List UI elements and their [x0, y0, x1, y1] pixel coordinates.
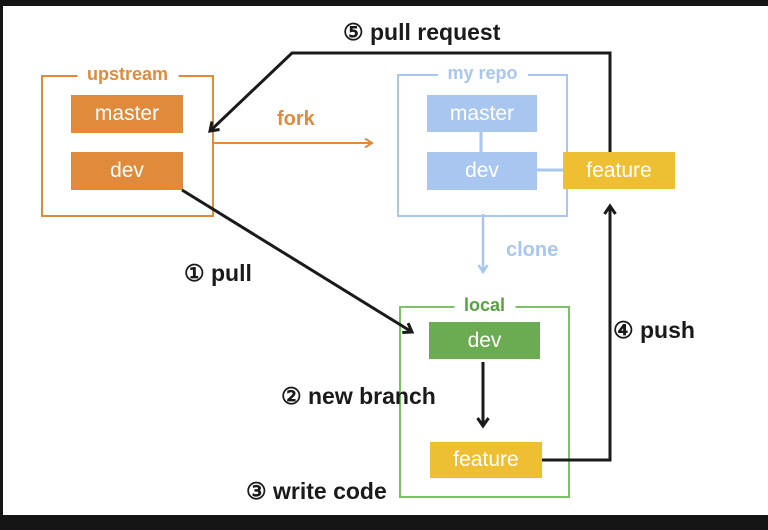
my-repo-group-title: my repo — [437, 63, 528, 84]
local-feature-branch: feature — [430, 442, 542, 478]
upstream-dev-branch: dev — [71, 152, 183, 190]
step5-pull-request-label: ⑤ pull request — [343, 19, 501, 45]
myrepo-master-branch: master — [427, 95, 537, 132]
step3-write-code-label: ③ write code — [246, 478, 387, 504]
clone-label: clone — [506, 239, 559, 261]
upstream-repo-group: upstream master dev — [41, 64, 214, 217]
pull-arrow — [181, 188, 415, 334]
local-dev-branch: dev — [429, 322, 540, 359]
upstream-master-branch: master — [71, 95, 183, 133]
local-repo-group: local dev feature — [399, 295, 570, 498]
canvas-background — [3, 6, 768, 515]
step1-pull-label: ① pull — [184, 260, 252, 286]
step2-new-branch-label: ② new branch — [281, 383, 436, 409]
fork-label: fork — [277, 108, 315, 130]
push-arrow — [542, 203, 617, 462]
myrepo-dev-branch: dev — [427, 152, 537, 190]
step4-push-label: ④ push — [613, 317, 695, 343]
my-repo-group: my repo master dev — [397, 63, 568, 217]
remote-feature-branch: feature — [563, 152, 675, 189]
local-group-title: local — [453, 295, 516, 316]
upstream-group-title: upstream — [76, 64, 179, 85]
pull-request-arrow — [208, 51, 612, 152]
